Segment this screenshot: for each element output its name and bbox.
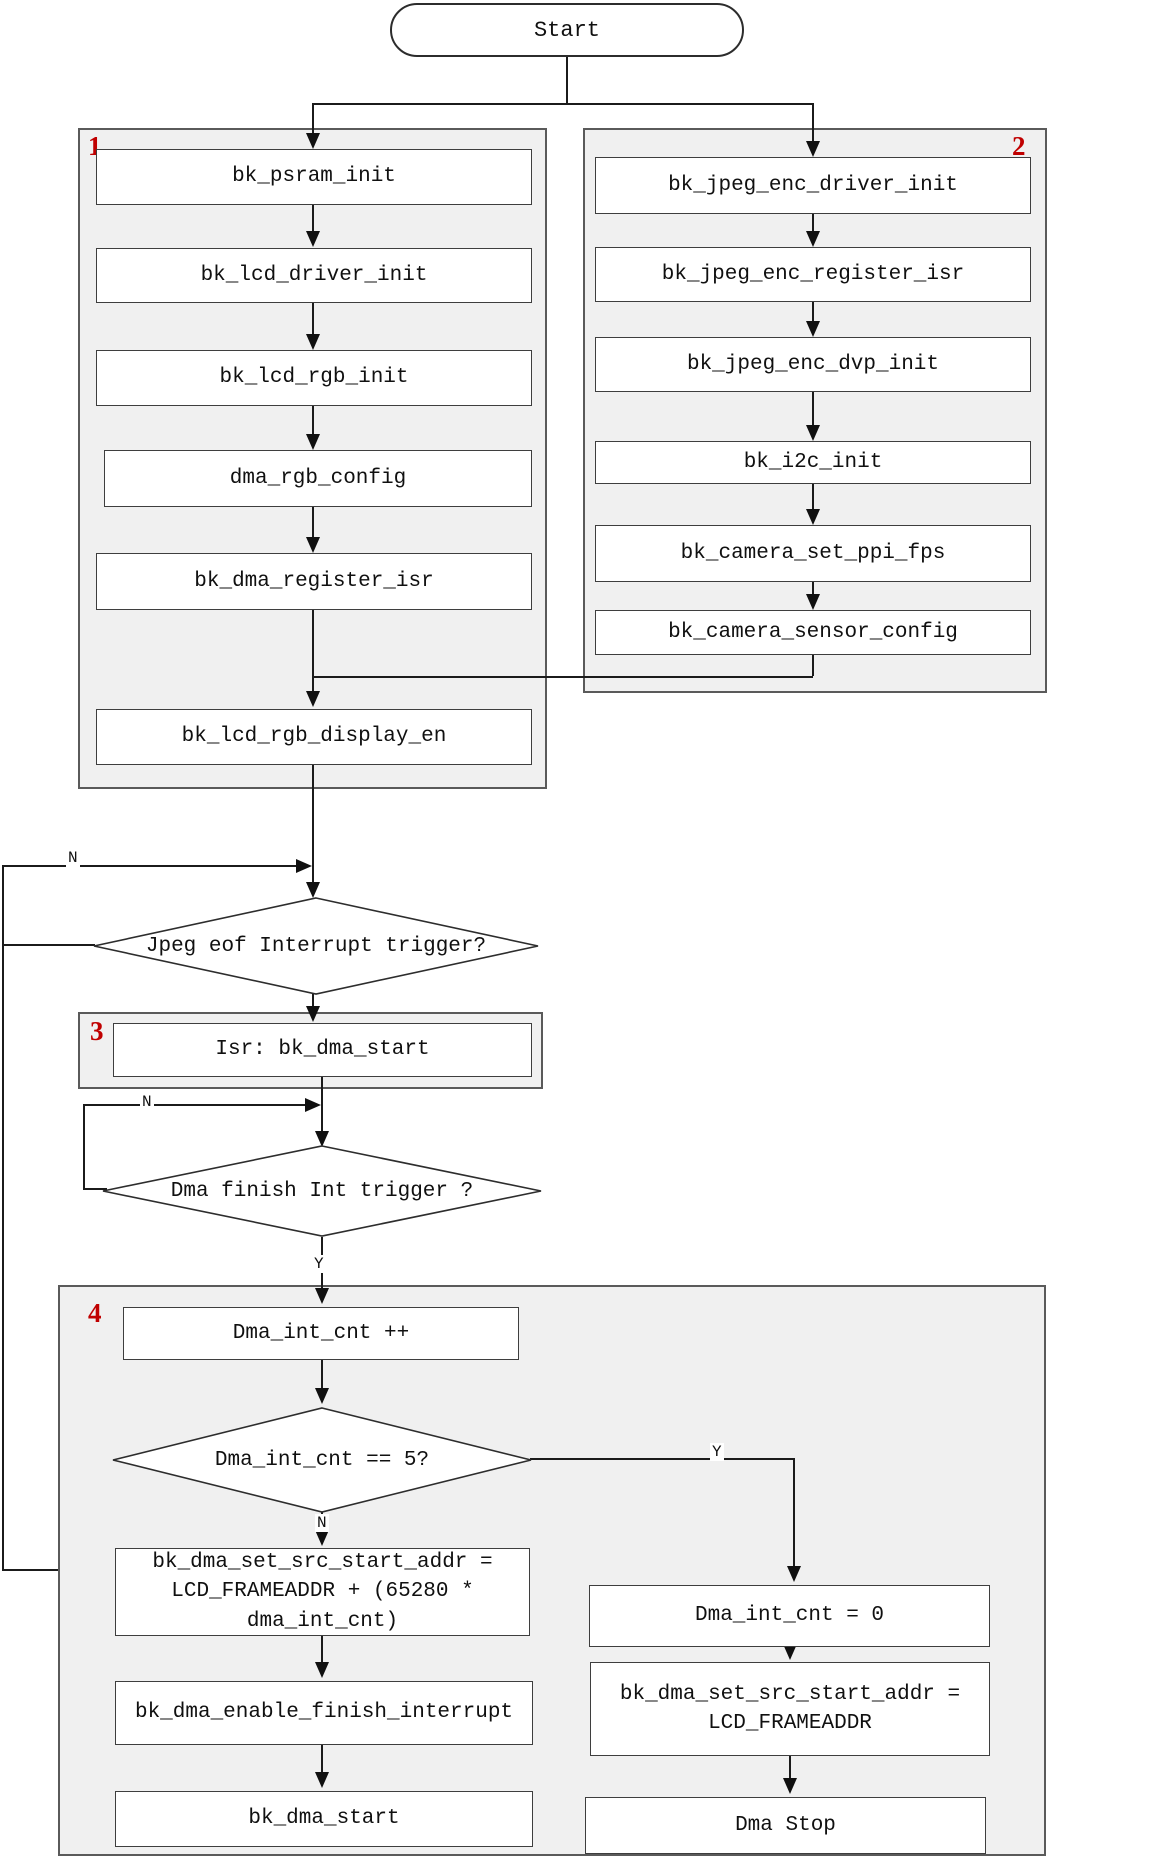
flow-line	[2, 944, 95, 946]
arrowhead	[306, 882, 320, 898]
node-bk-dma-enable-finish-interrupt: bk_dma_enable_finish_interrupt	[115, 1681, 533, 1745]
flow-line	[2, 1569, 58, 1571]
decision-dma-int-cnt-eq-5-label: Dma_int_cnt == 5?	[214, 1448, 430, 1472]
node-bk-jpeg-enc-driver-init: bk_jpeg_enc_driver_init	[595, 157, 1031, 214]
decision-dma-int-cnt-eq-5	[111, 1406, 533, 1514]
flow-line	[312, 765, 314, 884]
arrowhead	[306, 691, 320, 707]
arrowhead	[315, 1772, 329, 1788]
node-dma-stop: Dma Stop	[585, 1797, 986, 1854]
flow-line	[812, 655, 814, 676]
flow-line	[812, 484, 814, 511]
node-start: Start	[390, 3, 744, 57]
flow-line	[83, 1188, 107, 1190]
arrowhead	[306, 334, 320, 350]
flow-line	[83, 1104, 306, 1106]
flow-line	[312, 507, 314, 539]
node-dma-int-cnt-increment: Dma_int_cnt ++	[123, 1307, 519, 1360]
flow-line	[83, 1104, 85, 1189]
arrowhead	[315, 1530, 329, 1546]
arrowhead	[296, 859, 312, 873]
arrowhead	[783, 1778, 797, 1794]
arrowhead	[306, 434, 320, 450]
arrowhead	[806, 141, 820, 157]
flow-line	[312, 103, 314, 135]
node-bk-dma-set-src-start-addr-base: bk_dma_set_src_start_addr = LCD_FRAMEADD…	[590, 1662, 990, 1756]
flow-line	[812, 392, 814, 427]
flow-line	[312, 610, 314, 693]
node-bk-jpeg-enc-dvp-init: bk_jpeg_enc_dvp_init	[595, 337, 1031, 392]
flow-line	[530, 1458, 795, 1460]
node-bk-camera-set-ppi-fps: bk_camera_set_ppi_fps	[595, 525, 1031, 582]
edge-label-n: N	[66, 849, 80, 867]
arrowhead	[315, 1662, 329, 1678]
edge-label-n: N	[140, 1093, 154, 1111]
arrowhead	[806, 594, 820, 610]
flow-line	[812, 302, 814, 323]
node-bk-lcd-rgb-display-en: bk_lcd_rgb_display_en	[96, 709, 532, 765]
arrowhead	[806, 231, 820, 247]
flow-line	[321, 1636, 323, 1664]
node-isr-bk-dma-start: Isr: bk_dma_start	[113, 1023, 532, 1077]
flow-line	[566, 57, 568, 104]
flow-line	[312, 303, 314, 336]
flow-line	[313, 676, 813, 678]
arrowhead	[806, 425, 820, 441]
decision-dma-finish-int-trigger-label: Dma finish Int trigger ?	[170, 1179, 474, 1203]
node-bk-dma-start: bk_dma_start	[115, 1791, 533, 1847]
node-bk-psram-init: bk_psram_init	[96, 149, 532, 205]
arrowhead	[787, 1566, 801, 1582]
arrowhead	[306, 133, 320, 149]
flow-line	[812, 582, 814, 596]
edge-label-y: Y	[312, 1255, 326, 1273]
arrowhead	[306, 231, 320, 247]
flow-line	[312, 406, 314, 436]
flow-line	[812, 103, 814, 143]
group-2-number: 2	[1012, 131, 1026, 161]
arrowhead	[306, 1006, 320, 1022]
flow-line	[321, 1077, 323, 1133]
edge-label-y: Y	[710, 1443, 724, 1461]
flow-line	[793, 1458, 795, 1568]
flow-line	[2, 865, 4, 1571]
edge-label-n: N	[315, 1514, 329, 1532]
node-bk-camera-sensor-config: bk_camera_sensor_config	[595, 610, 1031, 655]
arrowhead	[806, 321, 820, 337]
arrowhead	[315, 1131, 329, 1147]
flow-line	[789, 1756, 791, 1780]
group-3-number: 3	[90, 1016, 104, 1046]
flow-line	[313, 103, 814, 105]
flow-line	[312, 205, 314, 233]
node-bk-i2c-init: bk_i2c_init	[595, 441, 1031, 484]
node-bk-jpeg-enc-register-isr: bk_jpeg_enc_register_isr	[595, 247, 1031, 302]
node-dma-int-cnt-reset: Dma_int_cnt = 0	[589, 1585, 990, 1647]
decision-jpeg-eof-trigger-label: Jpeg eof Interrupt trigger?	[145, 934, 487, 958]
flow-line	[312, 994, 314, 1008]
decision-jpeg-eof-trigger	[92, 896, 540, 996]
flow-line	[812, 214, 814, 233]
decision-dma-finish-int-trigger	[101, 1144, 543, 1238]
node-bk-lcd-driver-init: bk_lcd_driver_init	[96, 248, 532, 303]
node-bk-dma-register-isr: bk_dma_register_isr	[96, 553, 532, 610]
arrowhead	[783, 1644, 797, 1660]
arrowhead	[305, 1098, 321, 1112]
flow-line	[321, 1745, 323, 1774]
arrowhead	[306, 537, 320, 553]
node-bk-lcd-rgb-init: bk_lcd_rgb_init	[96, 350, 532, 406]
arrowhead	[806, 509, 820, 525]
arrowhead	[315, 1288, 329, 1304]
arrowhead	[315, 1388, 329, 1404]
group-4-number: 4	[88, 1298, 102, 1328]
flow-line	[2, 865, 297, 867]
node-dma-rgb-config: dma_rgb_config	[104, 450, 532, 507]
flow-line	[321, 1360, 323, 1390]
node-bk-dma-set-src-start-addr-offset: bk_dma_set_src_start_addr = LCD_FRAMEADD…	[115, 1548, 530, 1636]
